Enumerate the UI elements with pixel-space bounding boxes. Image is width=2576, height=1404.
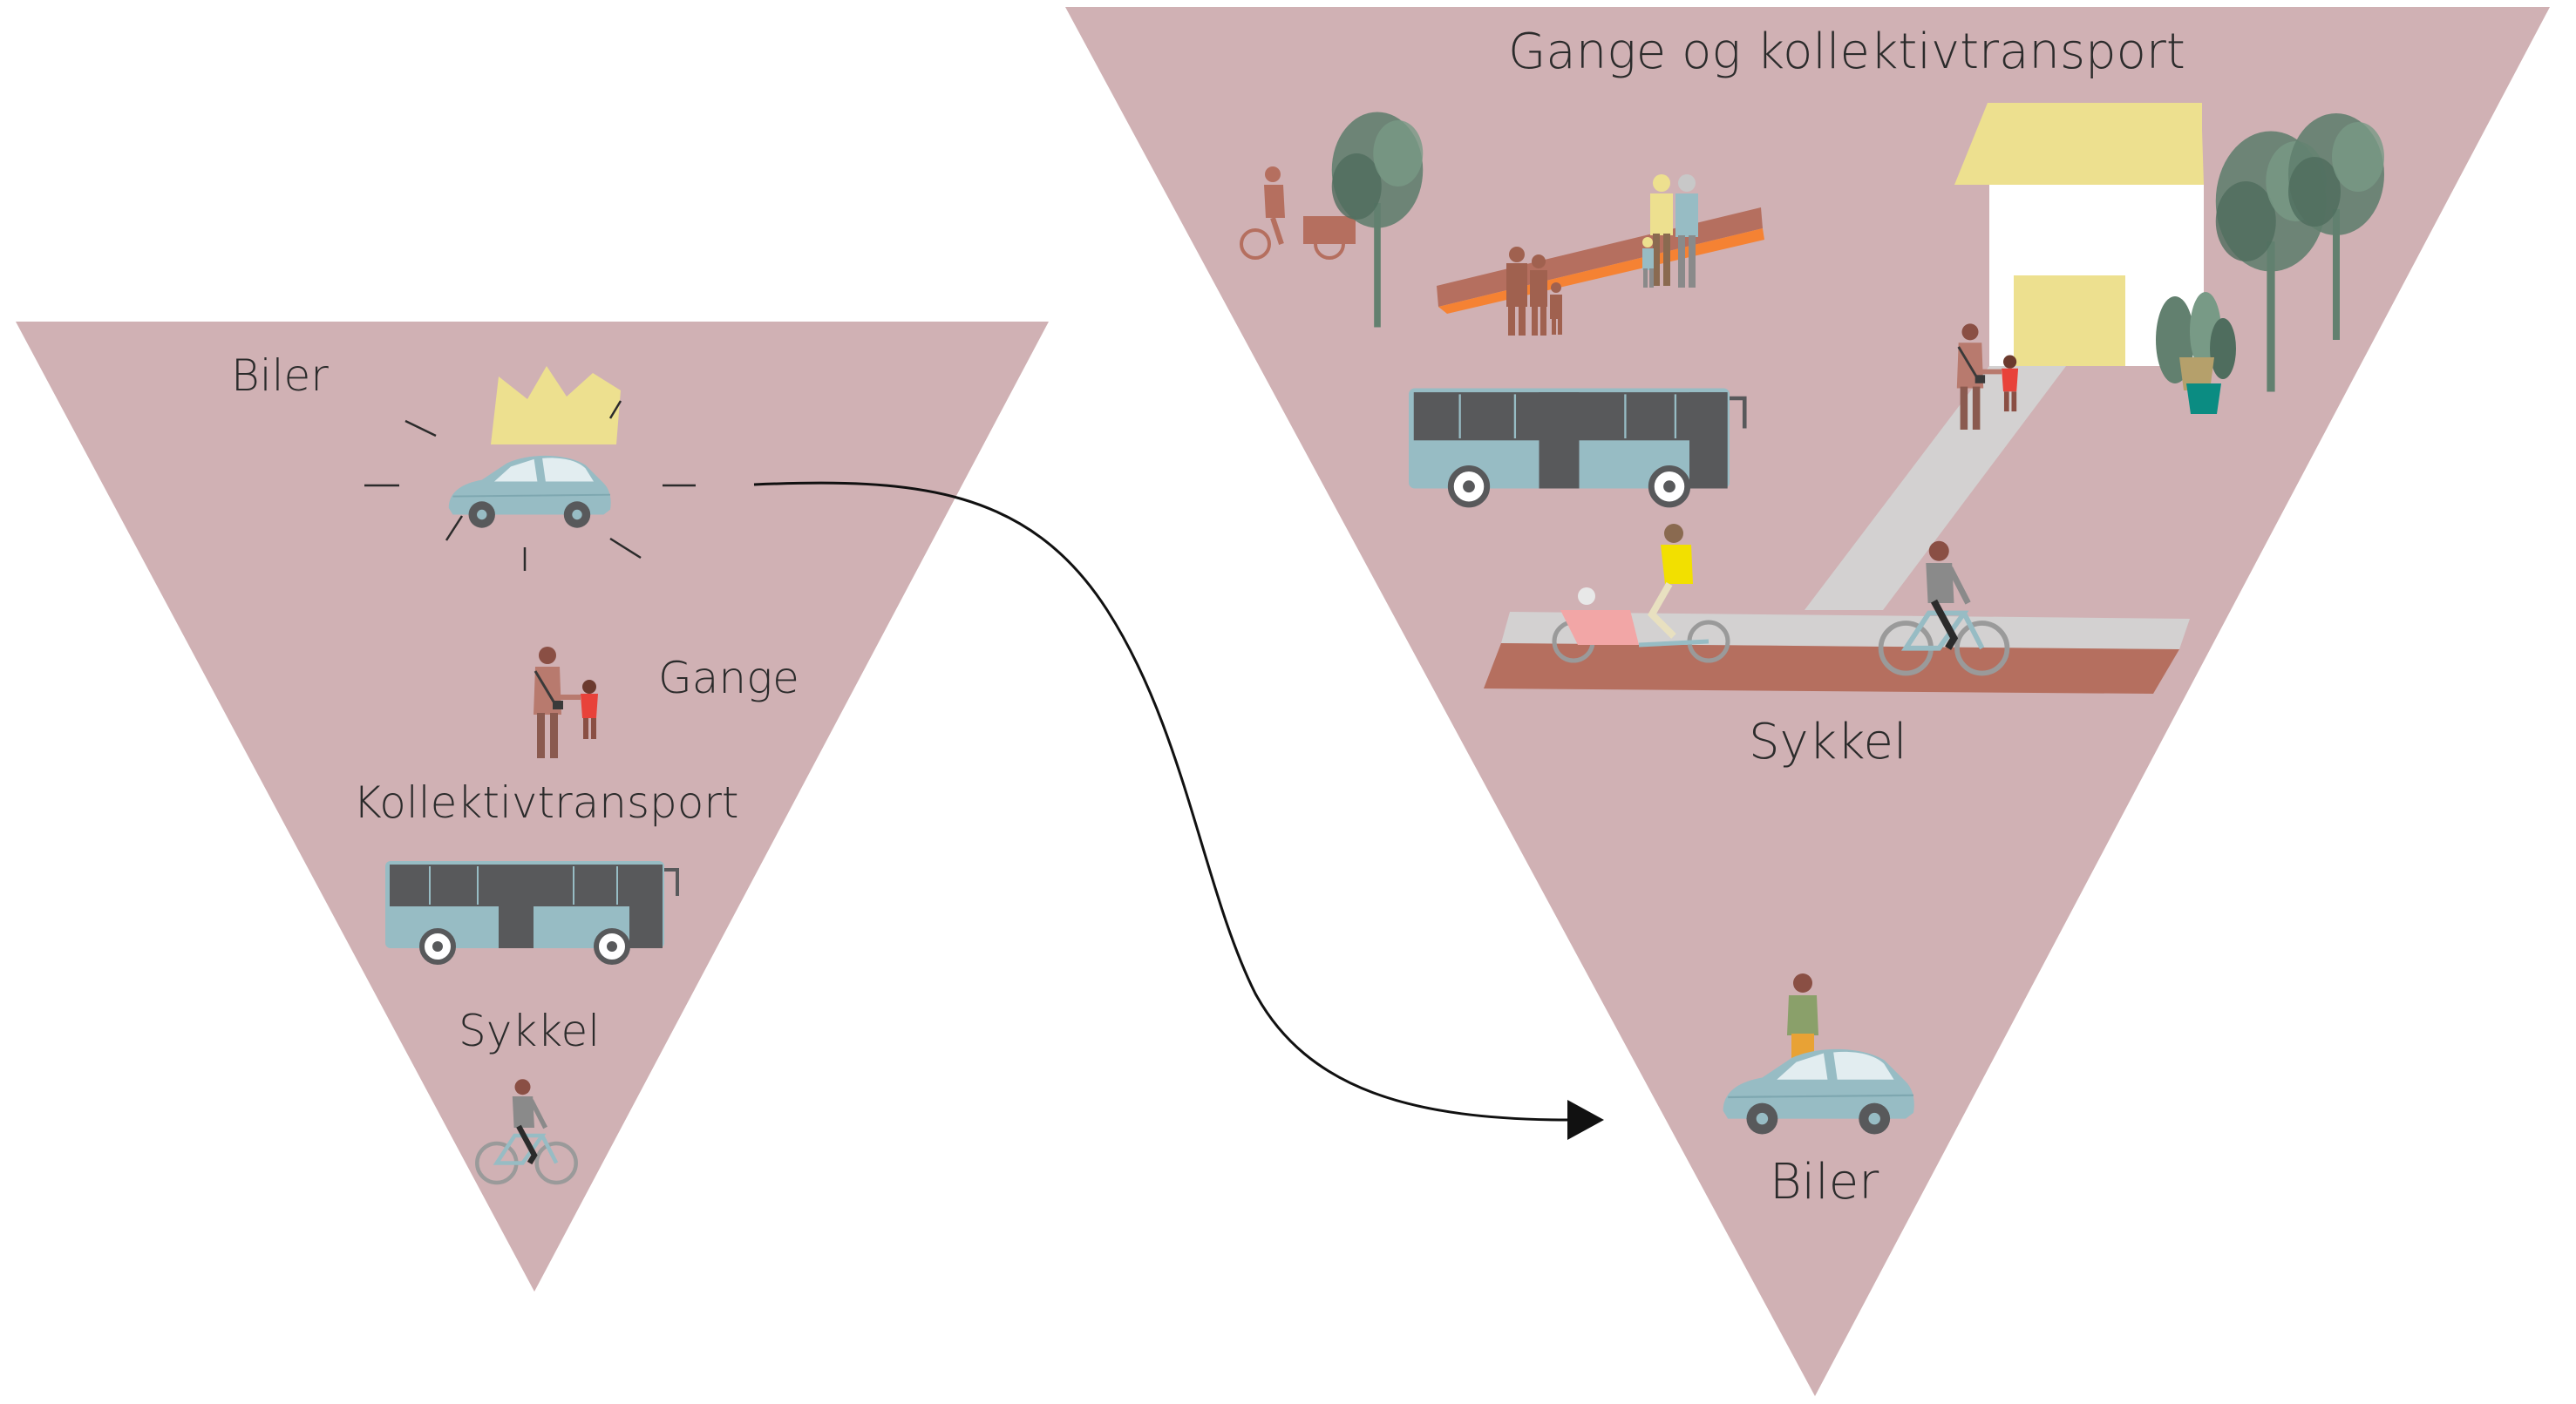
left-pyramid: Biler Gange Kollektivtransport Sykkel (16, 322, 1049, 1292)
bus-icon (385, 861, 677, 962)
bus-icon (1409, 389, 1744, 505)
label-biler-right: Biler (1770, 1154, 1879, 1211)
cargo-bike-icon (1240, 166, 1356, 260)
label-gange-left: Gange (658, 653, 799, 703)
walkway (1501, 366, 2190, 649)
cargo-cyclist-icon (1552, 524, 1730, 663)
label-sykkel-right: Sykkel (1749, 714, 1907, 770)
arrow-curve (753, 481, 1570, 1122)
plants-icon (2156, 292, 2236, 414)
label-sykkel-left: Sykkel (459, 1006, 600, 1056)
arrow-right-icon (1567, 1100, 1604, 1140)
person-icon (1787, 973, 1818, 1060)
right-pyramid: Gange og kollektivtransport (1065, 7, 2550, 1396)
label-biler-left: Biler (231, 350, 329, 401)
left-triangle (16, 322, 1049, 1292)
label-gange-og-kollektivtransport: Gange og kollektivtransport (1508, 24, 2185, 80)
people-group-icon (1506, 174, 1698, 336)
crown-icon (491, 366, 621, 444)
shine-lines-icon (364, 400, 696, 571)
label-kollektivtransport-left: Kollektivtransport (353, 777, 739, 828)
transition-arrow (753, 481, 1604, 1140)
